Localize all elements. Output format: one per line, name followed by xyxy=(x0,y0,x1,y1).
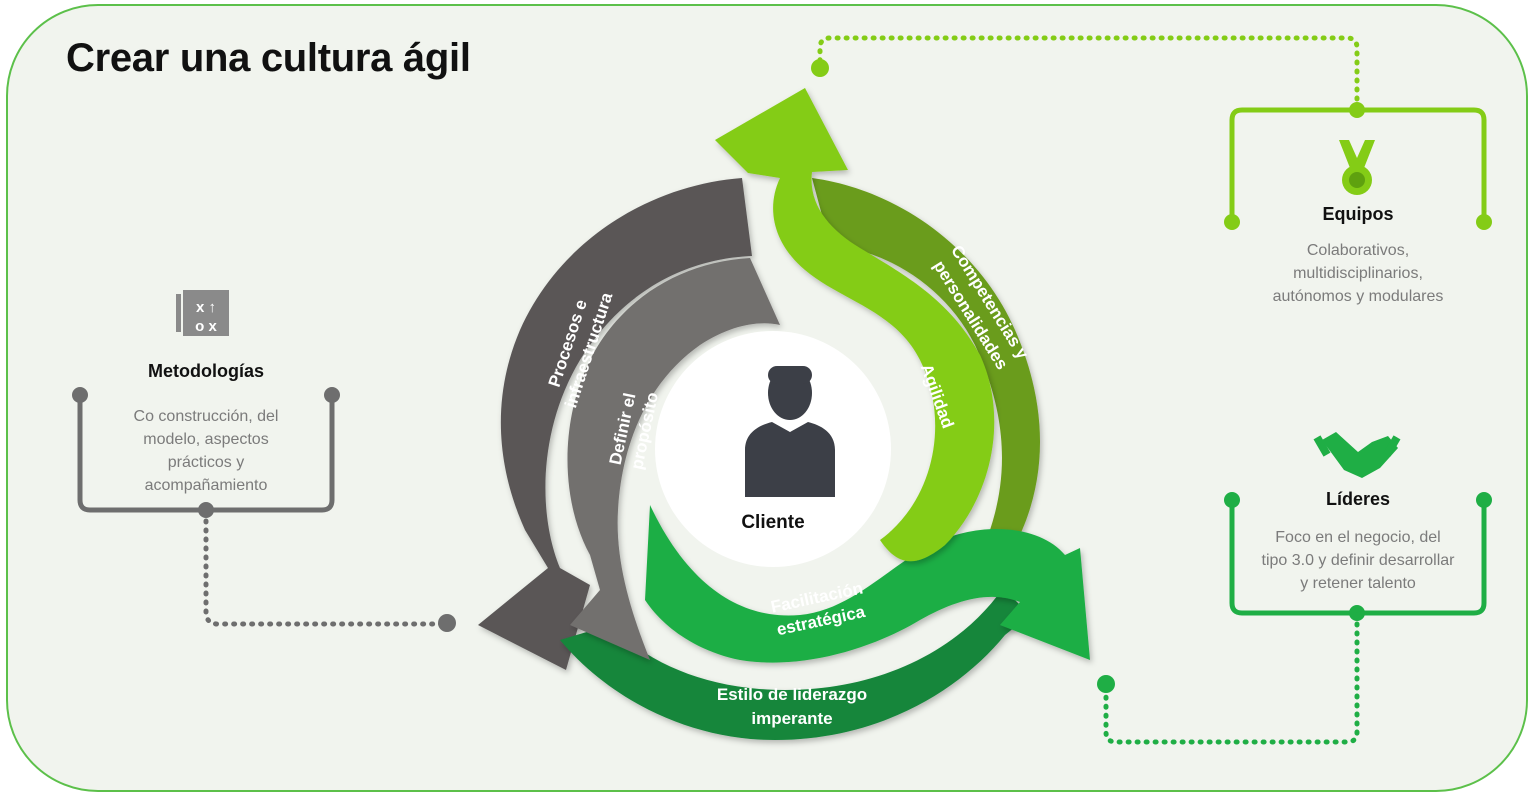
lideres-description: Foco en el negocio, del tipo 3.0 y defin… xyxy=(1261,529,1455,592)
metodologias-title: Metodologías xyxy=(148,361,264,381)
lideres-bracket-dot xyxy=(1476,492,1492,508)
ring-definir-segment xyxy=(567,258,780,660)
metodologias-bracket-dot xyxy=(324,387,340,403)
ring-agilidad-segment xyxy=(715,88,995,562)
metodologias-connector-dot xyxy=(438,614,456,632)
ring-competencias-segment xyxy=(812,178,1040,535)
medal-icon xyxy=(1339,140,1375,195)
equipos-connector-dot xyxy=(811,59,829,77)
lideres-connector-dot xyxy=(1097,675,1115,693)
svg-text:x ↑: x ↑ xyxy=(196,299,216,316)
strategy-board-icon: x ↑ o x xyxy=(176,290,229,336)
metodologias-description: Co construcción, del modelo, aspectos pr… xyxy=(133,408,279,494)
ring-procesos-segment xyxy=(478,178,752,670)
equipos-bracket-dot xyxy=(1476,214,1492,230)
person-icon xyxy=(745,366,835,497)
page-title: Crear una cultura ágil xyxy=(66,36,471,80)
equipos-description: Colaborativos, multidisciplinarios, autó… xyxy=(1272,242,1444,305)
equipos-bracket-dot xyxy=(1224,214,1240,230)
ring-estilo-segment xyxy=(560,588,1030,740)
metodologias-connector xyxy=(203,509,448,627)
ring-facilitacion-segment xyxy=(645,505,1090,663)
svg-text:o x: o x xyxy=(195,318,217,335)
client-label: Cliente xyxy=(741,512,805,533)
lideres-connector xyxy=(1103,612,1360,745)
handshake-icon xyxy=(1313,432,1401,478)
metodologias-bracket-dot xyxy=(72,387,88,403)
label-estilo-line2: imperante xyxy=(751,709,832,728)
lideres-bracket-dot xyxy=(1224,492,1240,508)
equipos-title: Equipos xyxy=(1322,204,1394,224)
label-estilo-line1: Estilo de liderazgo xyxy=(717,685,867,704)
equipos-connector xyxy=(817,35,1360,111)
lideres-title: Líderes xyxy=(1325,489,1391,509)
